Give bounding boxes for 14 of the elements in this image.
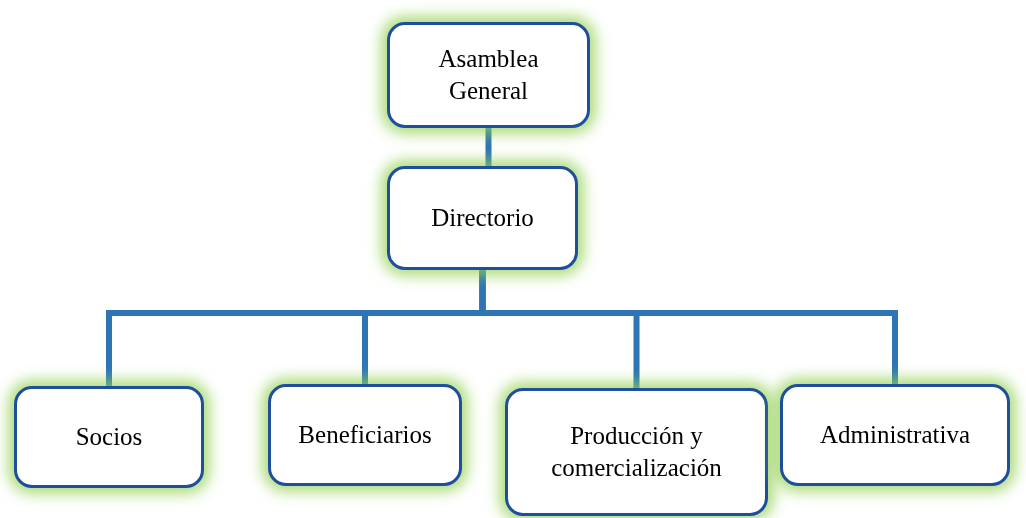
connector-line: [479, 270, 898, 384]
box-label: Beneficiarios: [298, 419, 432, 450]
box-label: Administrativa: [820, 419, 970, 450]
connector-line: [485, 128, 492, 166]
org-box: [387, 22, 590, 128]
org-box: [14, 386, 204, 488]
box-label: Directorio: [431, 202, 534, 233]
box-label: Producción y comercialización: [550, 420, 723, 483]
org-box: [780, 384, 1010, 486]
org-box: [505, 388, 768, 516]
box-label: Asamblea General: [437, 43, 540, 106]
box-label: Socios: [75, 421, 143, 452]
org-box: [268, 384, 462, 486]
org-box: [387, 166, 578, 270]
